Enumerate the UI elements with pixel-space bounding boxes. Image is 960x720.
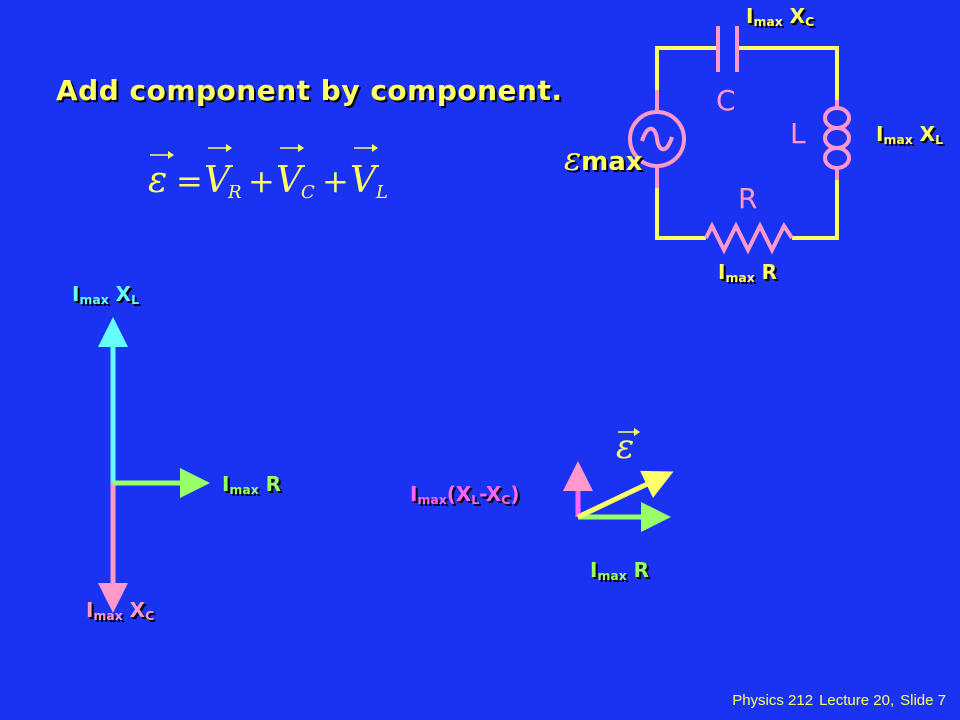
equation-plus-2: + <box>322 162 349 200</box>
phasor-emf-resultant-arrow <box>576 470 674 520</box>
resultant-emf-vector-arrow <box>618 428 640 436</box>
ac-source <box>628 90 686 188</box>
resistor-voltage-label: Imax R <box>718 260 778 286</box>
phasor-net-resistor-label: Imax R <box>590 558 650 584</box>
slide-title: Add component by component. <box>56 74 563 107</box>
equation-equals: = <box>176 162 203 200</box>
capacitor-letter: C <box>716 84 736 117</box>
capacitor-voltage-label: Imax XC <box>746 4 815 30</box>
equation-term-2-var: V <box>276 160 306 201</box>
inductor-voltage-label: Imax XL <box>876 122 944 148</box>
phasor-net-reactive-label: Imax(XL-XC) <box>410 482 520 508</box>
capacitor <box>716 26 739 72</box>
equation-vector-arrows <box>150 144 378 159</box>
equation-emf-symbol: ε <box>148 160 167 201</box>
equation-term-3-sub: L <box>375 182 388 203</box>
phasor-inductor-label: Imax XL <box>72 282 140 308</box>
equation-term-2-sub: C <box>301 182 315 203</box>
phasor-capacitor-label: Imax XC <box>86 598 155 624</box>
resultant-phasors: ε <box>563 427 674 532</box>
emf-symbol: ε <box>564 140 582 178</box>
inductor <box>823 100 851 180</box>
slide-footer: Physics 212 Lecture 20, Slide 7 <box>726 692 946 709</box>
inductor-letter: L <box>790 117 806 150</box>
emf-max-label: εmax <box>564 140 643 178</box>
equation-plus-1: + <box>248 162 275 200</box>
rlc-circuit: C L R <box>628 26 851 255</box>
footer-course: Physics 212 <box>732 692 814 709</box>
resistor <box>704 221 794 255</box>
footer-lecture: Lecture 20, <box>819 692 895 709</box>
footer-slide-number: Slide 7 <box>900 692 946 709</box>
phasor-resistor-label: Imax R <box>222 472 282 498</box>
equation-term-1-sub: R <box>227 182 242 203</box>
emf-sub: max <box>581 147 643 177</box>
equation-term-1-var: V <box>204 160 234 201</box>
vector-equation: ε = V R + V C + V L <box>148 160 388 203</box>
resultant-emf-symbol: ε <box>616 427 634 467</box>
resistor-letter: R <box>738 182 757 215</box>
equation-term-3-var: V <box>350 160 380 201</box>
circuit-wires <box>655 46 839 240</box>
component-phasors <box>98 317 210 613</box>
